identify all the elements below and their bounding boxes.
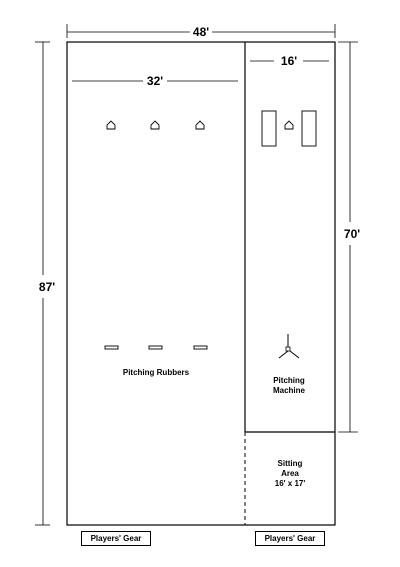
right-area-length-dimension: 70' — [338, 41, 360, 433]
facility-outline — [66, 41, 336, 526]
pitching-machine-label-line1: Pitching — [273, 376, 305, 385]
home-plate-icon — [150, 120, 160, 130]
overall-length-dimension: 87' — [35, 41, 55, 526]
home-plate-icon — [106, 120, 116, 130]
sitting-area-size-label: 16' x 17' — [275, 479, 306, 488]
pitching-machine-icon — [278, 334, 300, 359]
left-area-width-label: 32' — [147, 74, 163, 88]
pitching-machine-label-line2: Machine — [273, 386, 306, 395]
left-area-width-dimension: 32' — [72, 74, 238, 88]
players-gear-right-label: Players' Gear — [255, 531, 325, 546]
overall-width-dimension: 48' — [66, 24, 336, 39]
pitching-rubber-icon — [104, 345, 119, 350]
home-plate-icon — [284, 120, 294, 130]
pitching-rubber-icon — [193, 345, 208, 350]
pitching-rubber-icon — [148, 345, 163, 350]
overall-width-label: 48' — [193, 25, 209, 39]
right-area-width-dimension: 16' — [250, 54, 329, 68]
home-plate-icon — [195, 120, 205, 130]
pitching-rubbers-label: Pitching Rubbers — [123, 368, 190, 377]
right-area-length-label: 70' — [344, 227, 360, 241]
batters-box-icon — [261, 110, 277, 147]
batters-box-icon — [301, 110, 317, 147]
sitting-area-label-line2: Area — [281, 469, 299, 478]
right-area-width-label: 16' — [281, 54, 297, 68]
sitting-area-label-line1: Sitting — [278, 459, 303, 468]
players-gear-left-label: Players' Gear — [81, 531, 151, 546]
overall-length-label: 87' — [39, 280, 55, 294]
